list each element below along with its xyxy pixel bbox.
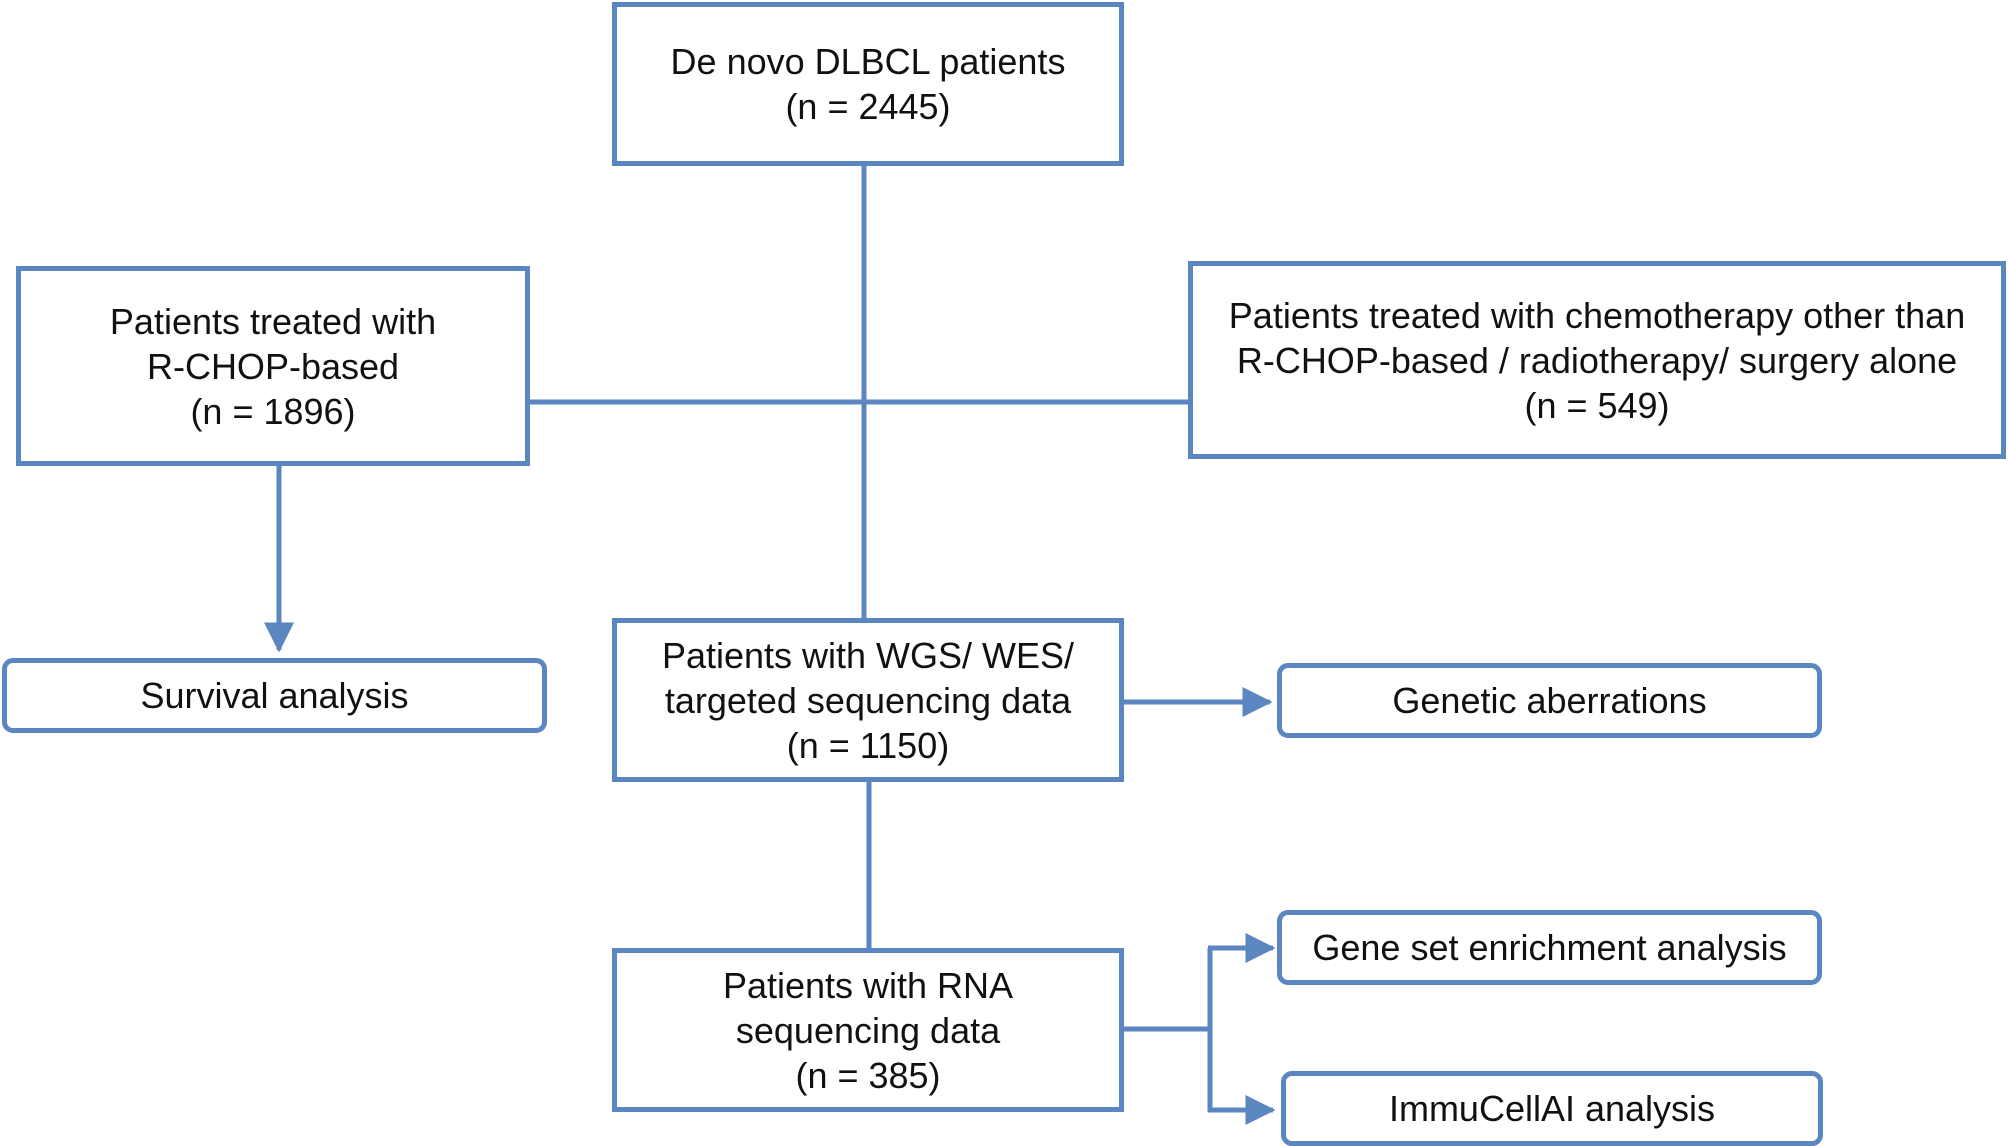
box-wgs-patients: Patients with WGS/ WES/ targeted sequenc… [612, 618, 1124, 782]
box-wgs-line2: targeted sequencing data [664, 679, 1072, 721]
box-rna-line1: Patients with RNA [722, 964, 1014, 1006]
box-rchop-count: (n = 1896) [190, 390, 356, 432]
box-wgs-line1: Patients with WGS/ WES/ [661, 634, 1075, 676]
box-rchop-patients: Patients treated with R-CHOP-based (n = … [16, 266, 530, 466]
box-immucellai-label: ImmuCellAI analysis [1388, 1088, 1716, 1129]
box-genetic-aberrations: Genetic aberrations [1277, 663, 1822, 738]
box-denovo-patients: De novo DLBCL patients (n = 2445) [612, 2, 1124, 166]
box-other-line1: Patients treated with chemotherapy other… [1228, 294, 1966, 336]
box-denovo-patients-count: (n = 2445) [785, 86, 951, 127]
box-other-count: (n = 549) [1524, 384, 1670, 426]
box-wgs-count: (n = 1150) [786, 724, 950, 766]
box-rna-patients: Patients with RNA sequencing data (n = 3… [612, 948, 1124, 1112]
box-gsea-label: Gene set enrichment analysis [1312, 927, 1787, 968]
box-survival-analysis: Survival analysis [2, 658, 547, 733]
box-other-treatment-patients: Patients treated with chemotherapy other… [1188, 261, 2006, 459]
box-genetic-label: Genetic aberrations [1392, 680, 1707, 721]
box-rna-line2: sequencing data [735, 1009, 1001, 1051]
box-survival-label: Survival analysis [140, 675, 409, 716]
box-rna-count: (n = 385) [795, 1054, 941, 1096]
box-gene-set-enrichment: Gene set enrichment analysis [1277, 910, 1822, 985]
box-rchop-line2: R-CHOP-based [146, 345, 400, 387]
box-immucellai: ImmuCellAI analysis [1281, 1071, 1823, 1146]
box-denovo-patients-title: De novo DLBCL patients [670, 41, 1066, 82]
box-other-line2: R-CHOP-based / radiotherapy/ surgery alo… [1236, 339, 1958, 381]
box-rchop-line1: Patients treated with [109, 300, 437, 342]
